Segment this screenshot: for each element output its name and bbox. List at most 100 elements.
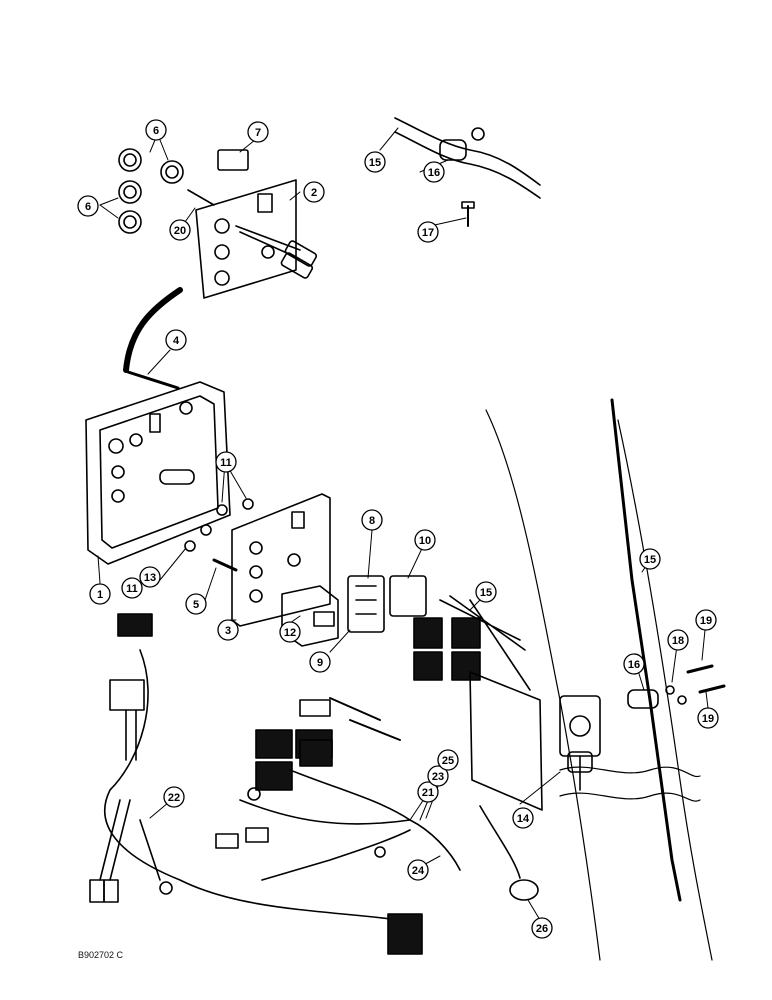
wall-plate: [469, 671, 601, 811]
callout-label: 5: [193, 599, 199, 611]
callout-circle: [89, 583, 111, 605]
callout-15: 15: [475, 581, 497, 603]
callout-circle: [279, 621, 301, 643]
callout-circle: [303, 181, 325, 203]
callout-2: 2: [303, 181, 325, 203]
callout-label: 21: [422, 787, 434, 799]
callout-6: 6: [145, 119, 167, 141]
callout-4: 4: [165, 329, 187, 351]
callout-circle: [121, 577, 143, 599]
callout-26: 26: [531, 917, 553, 939]
callout-label: 15: [644, 554, 656, 566]
callout-circle: [423, 161, 445, 183]
callout-12: 12: [279, 621, 301, 643]
callout-label: 9: [317, 657, 323, 669]
callout-15: 15: [364, 151, 386, 173]
hose-clip-detail: [394, 117, 541, 227]
callout-circle: [475, 581, 497, 603]
callout-circle: [165, 329, 187, 351]
callout-19: 19: [695, 609, 717, 631]
callout-circle: [623, 653, 645, 675]
callout-19: 19: [697, 707, 719, 729]
callout-5: 5: [185, 593, 207, 615]
callout-14: 14: [512, 807, 534, 829]
callout-label: 19: [702, 713, 714, 725]
callout-label: 16: [628, 659, 640, 671]
callout-label: 19: [700, 615, 712, 627]
callout-circle: [695, 609, 717, 631]
callout-label: 24: [412, 865, 425, 877]
callout-label: 12: [284, 627, 296, 639]
callout-circle: [427, 765, 449, 787]
callout-label: 16: [428, 167, 440, 179]
callout-label: 8: [369, 515, 375, 527]
callout-label: 20: [174, 225, 186, 237]
connector-block: [413, 595, 531, 691]
callout-circle: [512, 807, 534, 829]
callout-label: 2: [311, 187, 317, 199]
callout-label: 6: [153, 125, 159, 137]
callout-circle: [531, 917, 553, 939]
callout-circle: [169, 219, 191, 241]
callout-label: 26: [536, 923, 548, 935]
switch-set: [347, 575, 427, 633]
callout-label: 10: [419, 535, 431, 547]
callout-7: 7: [247, 121, 269, 143]
callout-15: 15: [639, 548, 661, 570]
callout-16: 16: [623, 653, 645, 675]
callout-circle: [247, 121, 269, 143]
mounting-bracket: [231, 493, 331, 627]
callout-17: 17: [417, 221, 439, 243]
plug: [479, 805, 539, 901]
callout-18: 18: [667, 629, 689, 651]
callout-label: 18: [672, 635, 684, 647]
callout-circle: [414, 529, 436, 551]
callout-21: 21: [417, 781, 439, 803]
callout-label: 11: [126, 583, 138, 595]
callout-label: 6: [85, 201, 91, 213]
callout-25: 25: [437, 749, 459, 771]
harness-left: [89, 613, 423, 955]
callout-11: 11: [121, 577, 143, 599]
reference-code: B902702 C: [78, 950, 124, 960]
callout-circle: [417, 221, 439, 243]
callout-10: 10: [414, 529, 436, 551]
callout-circle: [163, 786, 185, 808]
callout-circle: [77, 195, 99, 217]
callout-label: 15: [369, 157, 381, 169]
housing-box: [85, 370, 231, 565]
callout-circle: [185, 593, 207, 615]
callout-circle: [139, 566, 161, 588]
callout-label: 15: [480, 587, 492, 599]
clip-and-screws: [627, 664, 726, 709]
callout-16: 16: [423, 161, 445, 183]
callout-circle: [361, 509, 383, 531]
callout-9: 9: [309, 651, 331, 673]
callout-circle: [215, 451, 237, 473]
callout-22: 22: [163, 786, 185, 808]
callout-circle: [417, 781, 439, 803]
callout-label: 11: [220, 457, 232, 469]
callout-11: 11: [215, 451, 237, 473]
harness-right: [215, 697, 461, 881]
callout-label: 25: [442, 755, 454, 767]
knob-group: [118, 148, 184, 234]
callout-24: 24: [407, 859, 429, 881]
callout-label: 22: [168, 792, 180, 804]
callout-label: 1: [97, 589, 103, 601]
callout-13: 13: [139, 566, 161, 588]
panel-plate: [187, 149, 318, 299]
callout-label: 4: [173, 335, 180, 347]
callout-circle: [639, 548, 661, 570]
callout-6: 6: [77, 195, 99, 217]
callout-circle: [697, 707, 719, 729]
callout-label: 17: [422, 227, 434, 239]
callout-label: 13: [144, 572, 156, 584]
callout-circle: [145, 119, 167, 141]
callout-circle: [309, 651, 331, 673]
callout-label: 23: [432, 771, 444, 783]
callout-23: 23: [427, 765, 449, 787]
callout-label: 7: [255, 127, 261, 139]
callout-circle: [217, 619, 239, 641]
callout-label: 14: [517, 813, 530, 825]
